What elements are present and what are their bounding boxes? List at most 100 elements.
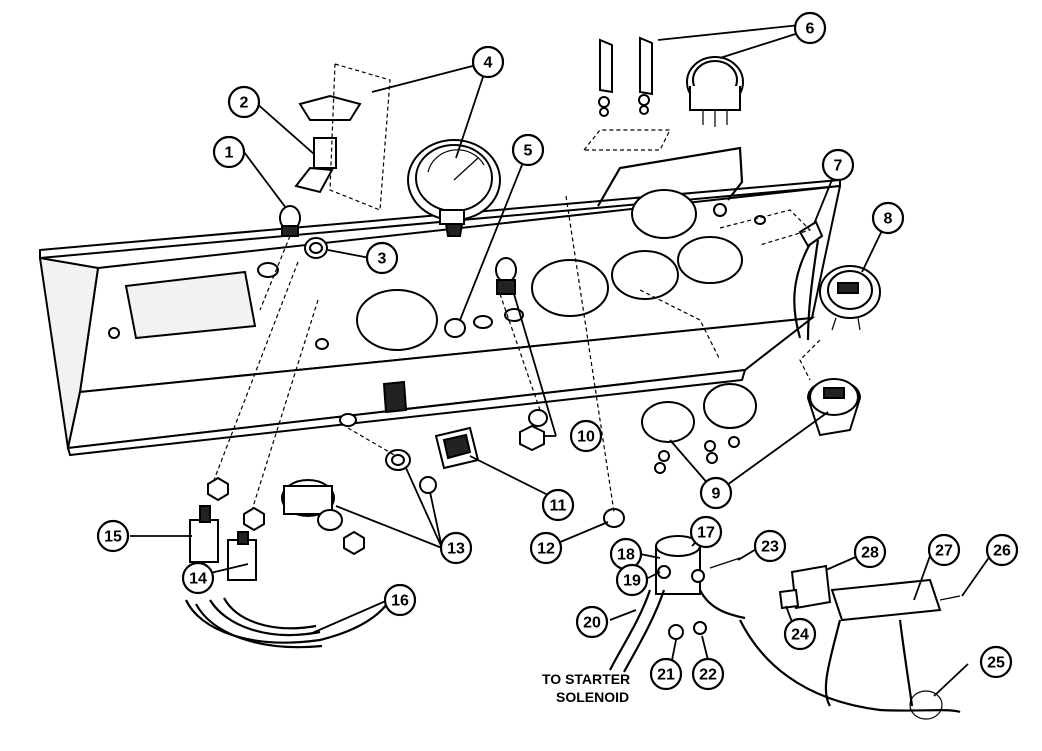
- callout-number: 21: [657, 667, 675, 684]
- note-line-1: TO STARTER: [542, 671, 630, 687]
- harness-16: [185, 597, 391, 649]
- leader-lines: [130, 29, 991, 697]
- callout-27: 27: [927, 533, 961, 567]
- callout-number: 7: [834, 158, 843, 175]
- note-line-2: SOLENOID: [556, 689, 629, 705]
- callout-7: 7: [821, 148, 855, 182]
- callout-5: 5: [511, 133, 545, 167]
- callout-2: 2: [227, 85, 261, 119]
- callout-circle: [821, 148, 855, 182]
- callout-number: 5: [524, 143, 533, 160]
- callout-number: 22: [699, 667, 717, 684]
- callout-1: 1: [212, 135, 246, 169]
- callout-circle: [511, 133, 545, 167]
- rocker-switch: [434, 426, 480, 470]
- gauges-9: [641, 378, 862, 474]
- pilot-light-7: [793, 220, 824, 341]
- callout-circle: [649, 657, 683, 691]
- callout-8: 8: [871, 201, 905, 235]
- callout-22: 22: [691, 657, 725, 691]
- callout-circle: [569, 419, 603, 453]
- callout-number: 14: [189, 571, 207, 588]
- callout-28: 28: [853, 535, 887, 569]
- callout-number: 15: [104, 529, 122, 546]
- callout-circle: [979, 645, 1013, 679]
- callout-number: 11: [550, 498, 567, 515]
- callout-20: 20: [575, 605, 609, 639]
- toggle-switch-15: [189, 476, 229, 563]
- callout-circle: [853, 535, 887, 569]
- callout-circle: [227, 85, 261, 119]
- callout-number: 9: [712, 486, 721, 503]
- knob-1: [279, 205, 301, 237]
- callout-circle: [541, 488, 575, 522]
- callout-circle: [699, 476, 733, 510]
- callout-number: 10: [577, 429, 595, 446]
- callout-17: 17: [689, 515, 723, 549]
- callout-circle: [753, 529, 787, 563]
- callout-number: 28: [861, 545, 879, 562]
- callout-circle: [96, 519, 130, 553]
- callout-10: 10: [569, 419, 603, 453]
- dash-panel: [38, 178, 842, 457]
- callout-circle: [691, 657, 725, 691]
- knob-12: [603, 508, 625, 528]
- callout-number: 16: [391, 593, 409, 610]
- callout-24: 24: [783, 617, 817, 651]
- large-gauge: [407, 139, 501, 237]
- callout-circle: [985, 533, 1019, 567]
- alignment-lines: [213, 63, 821, 513]
- callout-14: 14: [181, 561, 215, 595]
- callout-12: 12: [529, 531, 563, 565]
- fuse-block-assembly: [739, 564, 961, 720]
- callout-circle: [575, 605, 609, 639]
- toggle-switch-14: [227, 506, 265, 581]
- callout-number: 26: [993, 543, 1011, 560]
- callout-number: 23: [761, 539, 779, 556]
- callout-circle: [783, 617, 817, 651]
- callout-11: 11: [541, 488, 575, 522]
- callout-13: 13: [439, 531, 473, 565]
- callout-6: 6: [793, 11, 827, 45]
- callout-number: 27: [935, 543, 953, 560]
- callout-number: 17: [697, 525, 715, 542]
- callout-21: 21: [649, 657, 683, 691]
- callout-circle: [439, 531, 473, 565]
- callout-25: 25: [979, 645, 1013, 679]
- callout-number: 8: [884, 211, 893, 228]
- callout-circle: [927, 533, 961, 567]
- callout-number: 12: [537, 541, 555, 558]
- callout-26: 26: [985, 533, 1019, 567]
- switch-2: [294, 94, 362, 194]
- callout-number: 18: [617, 547, 635, 564]
- indicator-light-10: [495, 257, 548, 452]
- callout-18: 18: [609, 537, 643, 571]
- callout-number: 13: [447, 541, 465, 558]
- callout-circle: [871, 201, 905, 235]
- callout-circle: [383, 583, 417, 617]
- callout-9: 9: [699, 476, 733, 510]
- callout-circle: [365, 241, 399, 275]
- callout-15: 15: [96, 519, 130, 553]
- callout-circle: [689, 515, 723, 549]
- ring-5: [444, 318, 466, 338]
- callout-number: 1: [225, 145, 234, 162]
- callout-23: 23: [753, 529, 787, 563]
- callout-number: 19: [623, 573, 641, 590]
- callout-number: 6: [806, 21, 815, 38]
- callout-number: 4: [484, 55, 493, 72]
- callout-4: 4: [471, 45, 505, 79]
- callout-circle: [793, 11, 827, 45]
- callout-circle: [615, 563, 649, 597]
- callout-number: 2: [240, 95, 249, 112]
- key-switch: [281, 449, 437, 556]
- callout-3: 3: [365, 241, 399, 275]
- callout-number: 25: [987, 655, 1005, 672]
- callout-circle: [471, 45, 505, 79]
- callout-16: 16: [383, 583, 417, 617]
- callout-circle: [212, 135, 246, 169]
- grommet-3: [304, 237, 328, 259]
- callout-19: 19: [615, 563, 649, 597]
